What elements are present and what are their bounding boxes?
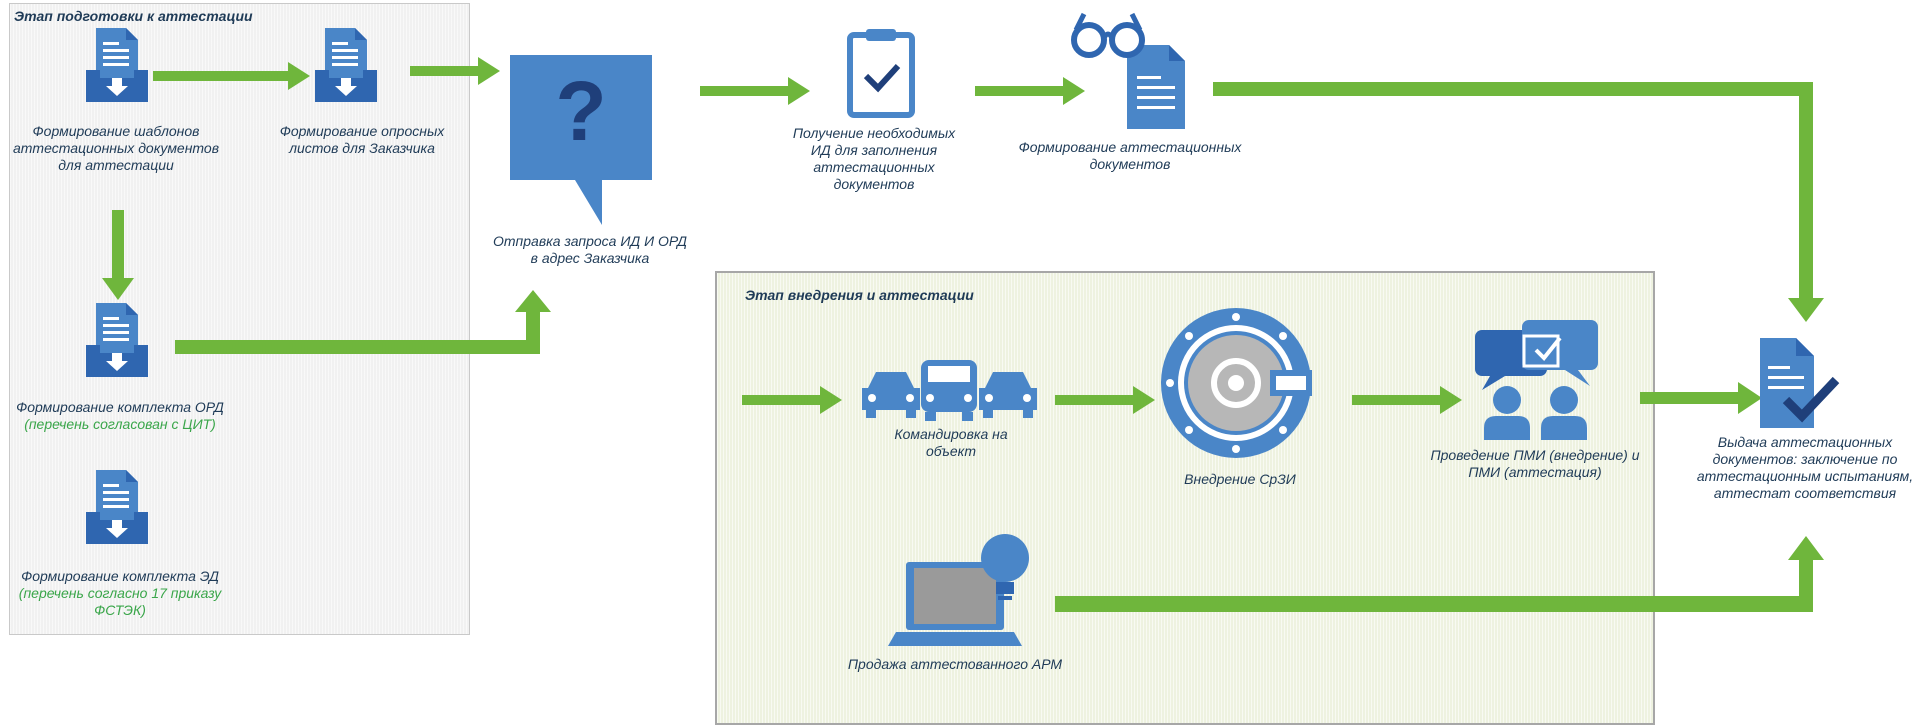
arrow-templates-to-ord [102, 210, 134, 300]
arrow-impl-start-to-trip [742, 386, 842, 414]
node-form-questionnaires: Формирование опросных листов для Заказчи… [279, 123, 445, 156]
arrow-ord-to-request [175, 290, 551, 354]
prep-stage-zone: Этап подготовки к аттестации [9, 3, 470, 635]
node-send-request: Отправка запроса ИД И ОРД в адрес Заказч… [492, 233, 687, 266]
ord-set-note: (перечень согласован с ЦИТ) [24, 416, 216, 432]
svg-text:?: ? [555, 64, 606, 158]
laptop-bulb-icon [888, 534, 1029, 646]
document-tray-icon [86, 28, 148, 102]
arrow-pmi-to-issue [1640, 382, 1762, 414]
node-pmi: Проведение ПМИ (внедрение) и ПМИ (аттест… [1430, 447, 1640, 480]
node-implement: Внедрение СрЗИ [1184, 471, 1296, 487]
arrow-questionnaires-to-request [410, 57, 500, 85]
ed-set-note: (перечень согласно 17 приказу ФСТЭК) [18, 585, 222, 618]
arrow-get-id-to-form-docs [975, 77, 1085, 105]
cars-icon [862, 360, 1037, 421]
node-trip: Командировка на объект [894, 426, 1008, 459]
arrow-implement-to-pmi [1352, 386, 1462, 414]
node-sale: Продажа аттестованного АРМ [847, 656, 1063, 672]
node-get-id: Получение необходимых ИД для заполнения … [792, 125, 956, 192]
arrow-form-docs-to-issue [1213, 82, 1824, 322]
question-bubble-icon: ? [510, 55, 652, 225]
arrow-sale-to-issue [1055, 536, 1824, 612]
document-tray-icon [86, 470, 148, 544]
document-check-icon [1760, 338, 1840, 428]
impl-stage-title: Этап внедрения и аттестации [745, 287, 974, 303]
arrow-request-to-get-id [700, 77, 810, 105]
document-tray-icon [86, 303, 148, 377]
ed-set-title: Формирование комплекта ЭД [21, 568, 219, 584]
clipboard-check-icon [847, 29, 915, 118]
node-form-docs: Формирование аттестационных документов [1018, 139, 1242, 172]
ord-set-title: Формирование комплекта ОРД [16, 399, 224, 415]
arrow-templates-to-questionnaires [153, 62, 310, 90]
document-tray-icon [315, 28, 377, 102]
vault-icon [1161, 308, 1312, 458]
flow-arrows [102, 57, 1824, 612]
arrow-trip-to-implement [1055, 386, 1155, 414]
node-ord-set: Формирование комплекта ОРД (перечень сог… [10, 399, 230, 433]
prep-stage-title: Этап подготовки к аттестации [14, 8, 253, 24]
node-form-templates: Формирование шаблонов аттестационных док… [12, 123, 220, 173]
glasses-document-icon [1071, 12, 1185, 129]
meeting-icon [1475, 320, 1598, 440]
node-ed-set: Формирование комплекта ЭД (перечень согл… [10, 568, 230, 619]
node-issue: Выдача аттестационных документов: заключ… [1696, 434, 1914, 501]
